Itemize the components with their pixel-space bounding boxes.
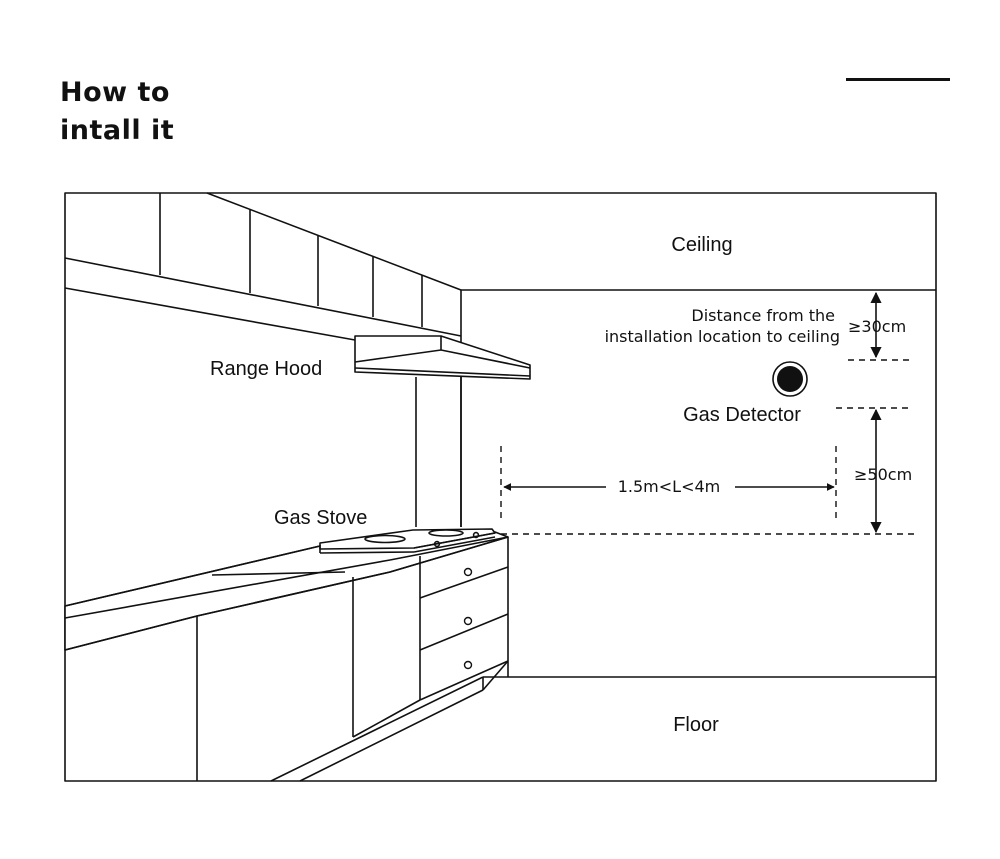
gas-stove xyxy=(319,528,496,554)
range-hood-label: Range Hood xyxy=(210,358,322,380)
page-title: How to intall it xyxy=(60,74,174,150)
stove-height-value: ≥50cm xyxy=(854,465,912,484)
decorative-rule xyxy=(846,78,950,81)
diagram-frame xyxy=(64,192,937,782)
horizontal-range-value: 1.5m<L<4m xyxy=(618,477,721,496)
title-line-2: intall it xyxy=(60,115,175,146)
drawer-knobs xyxy=(463,567,473,670)
range-hood xyxy=(354,335,531,380)
distance-label-line-1: Distance from the xyxy=(691,306,835,325)
ceiling-distance-value: ≥30cm xyxy=(848,317,906,336)
hood-chimney xyxy=(415,377,462,527)
distance-label-line-2: installation location to ceiling xyxy=(605,327,840,346)
gas-detector-device xyxy=(772,361,808,397)
gas-detector-label: Gas Detector xyxy=(683,404,801,426)
title-line-1: How to xyxy=(60,77,170,108)
ceiling-label: Ceiling xyxy=(671,234,732,256)
base-cabinets xyxy=(64,531,509,782)
gas-stove-label: Gas Stove xyxy=(274,507,367,529)
floor-label: Floor xyxy=(673,714,719,736)
upper-cabinets xyxy=(64,192,462,341)
guide-lines xyxy=(500,359,915,535)
